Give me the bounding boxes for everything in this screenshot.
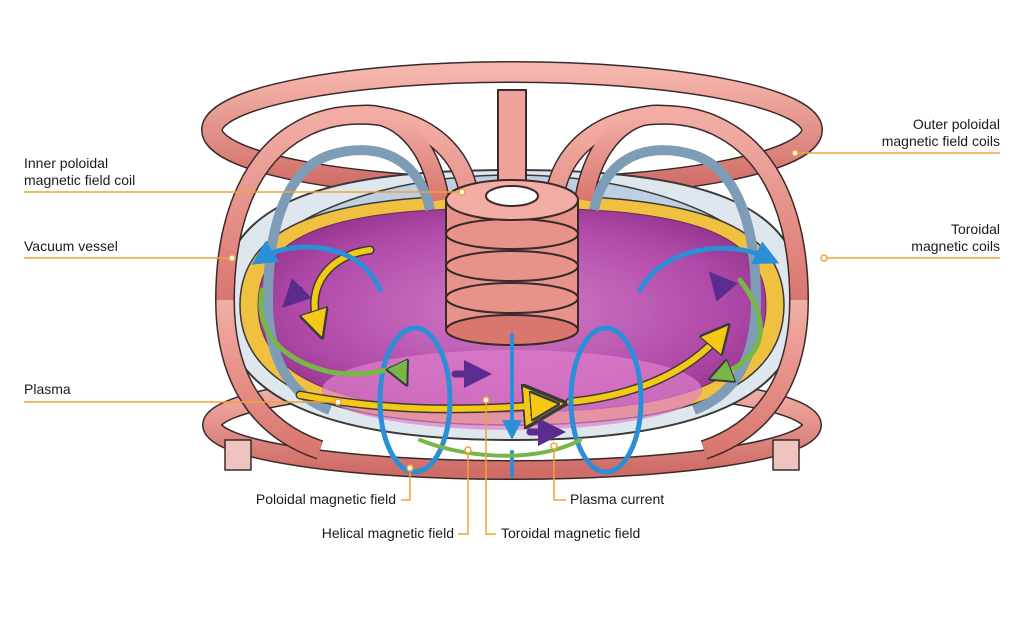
label-inner-poloidal-line2: magnetic field coil <box>24 172 136 188</box>
poloidal-field-arrows <box>251 240 780 478</box>
label-helical-field: Helical magnetic field <box>321 525 454 541</box>
label-outer-poloidal-line1: Outer poloidal <box>912 116 1000 132</box>
label-plasma-current: Plasma current <box>570 491 665 507</box>
label-poloidal-field: Poloidal magnetic field <box>255 491 396 507</box>
label-toroidal-coils-line1: Toroidal <box>950 221 1000 237</box>
label-vacuum-vessel: Vacuum vessel <box>24 238 118 254</box>
label-plasma: Plasma <box>24 381 71 397</box>
toroidal-coils <box>215 104 809 460</box>
leader-lines <box>24 149 1000 535</box>
label-outer-poloidal-line2: magnetic field coils <box>881 133 1000 149</box>
label-toroidal-field: Toroidal magnetic field <box>501 525 641 541</box>
label-inner-poloidal-line1: Inner poloidal <box>24 155 109 171</box>
helical-field-arrows <box>258 277 763 458</box>
plasma-current-arrows <box>282 271 738 446</box>
label-toroidal-coils-line2: magnetic coils <box>911 238 1000 254</box>
central-solenoid <box>445 89 579 346</box>
